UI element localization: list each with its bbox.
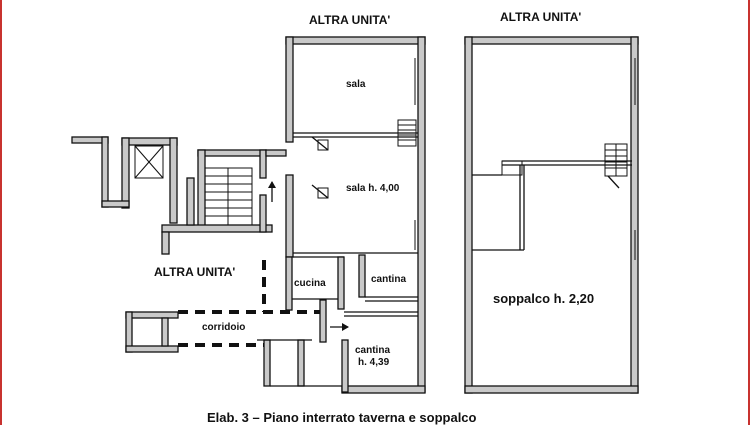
- label-sala: sala: [346, 79, 366, 90]
- mezzanine-walls: [464, 36, 639, 394]
- label-altra-unita-top: ALTRA UNITA': [309, 13, 391, 27]
- label-altra-unita-left: ALTRA UNITA': [154, 265, 236, 279]
- label-cantina-h-line1: cantina: [355, 345, 391, 356]
- label-soppalco: soppalco h. 2,20: [493, 291, 595, 306]
- label-sala-h: sala h. 4,00: [346, 183, 400, 194]
- corridor: [125, 260, 349, 387]
- label-cantina: cantina: [371, 274, 407, 285]
- stairwell-core: [71, 136, 287, 255]
- figure-caption: Elab. 3 – Piano interrato taverna e sopp…: [207, 410, 477, 425]
- label-altra-unita-right: ALTRA UNITA': [500, 10, 582, 24]
- label-corridoio: corridoio: [202, 322, 246, 333]
- label-cantina-h-line2: h. 4,39: [358, 357, 390, 368]
- label-cucina: cucina: [294, 278, 326, 289]
